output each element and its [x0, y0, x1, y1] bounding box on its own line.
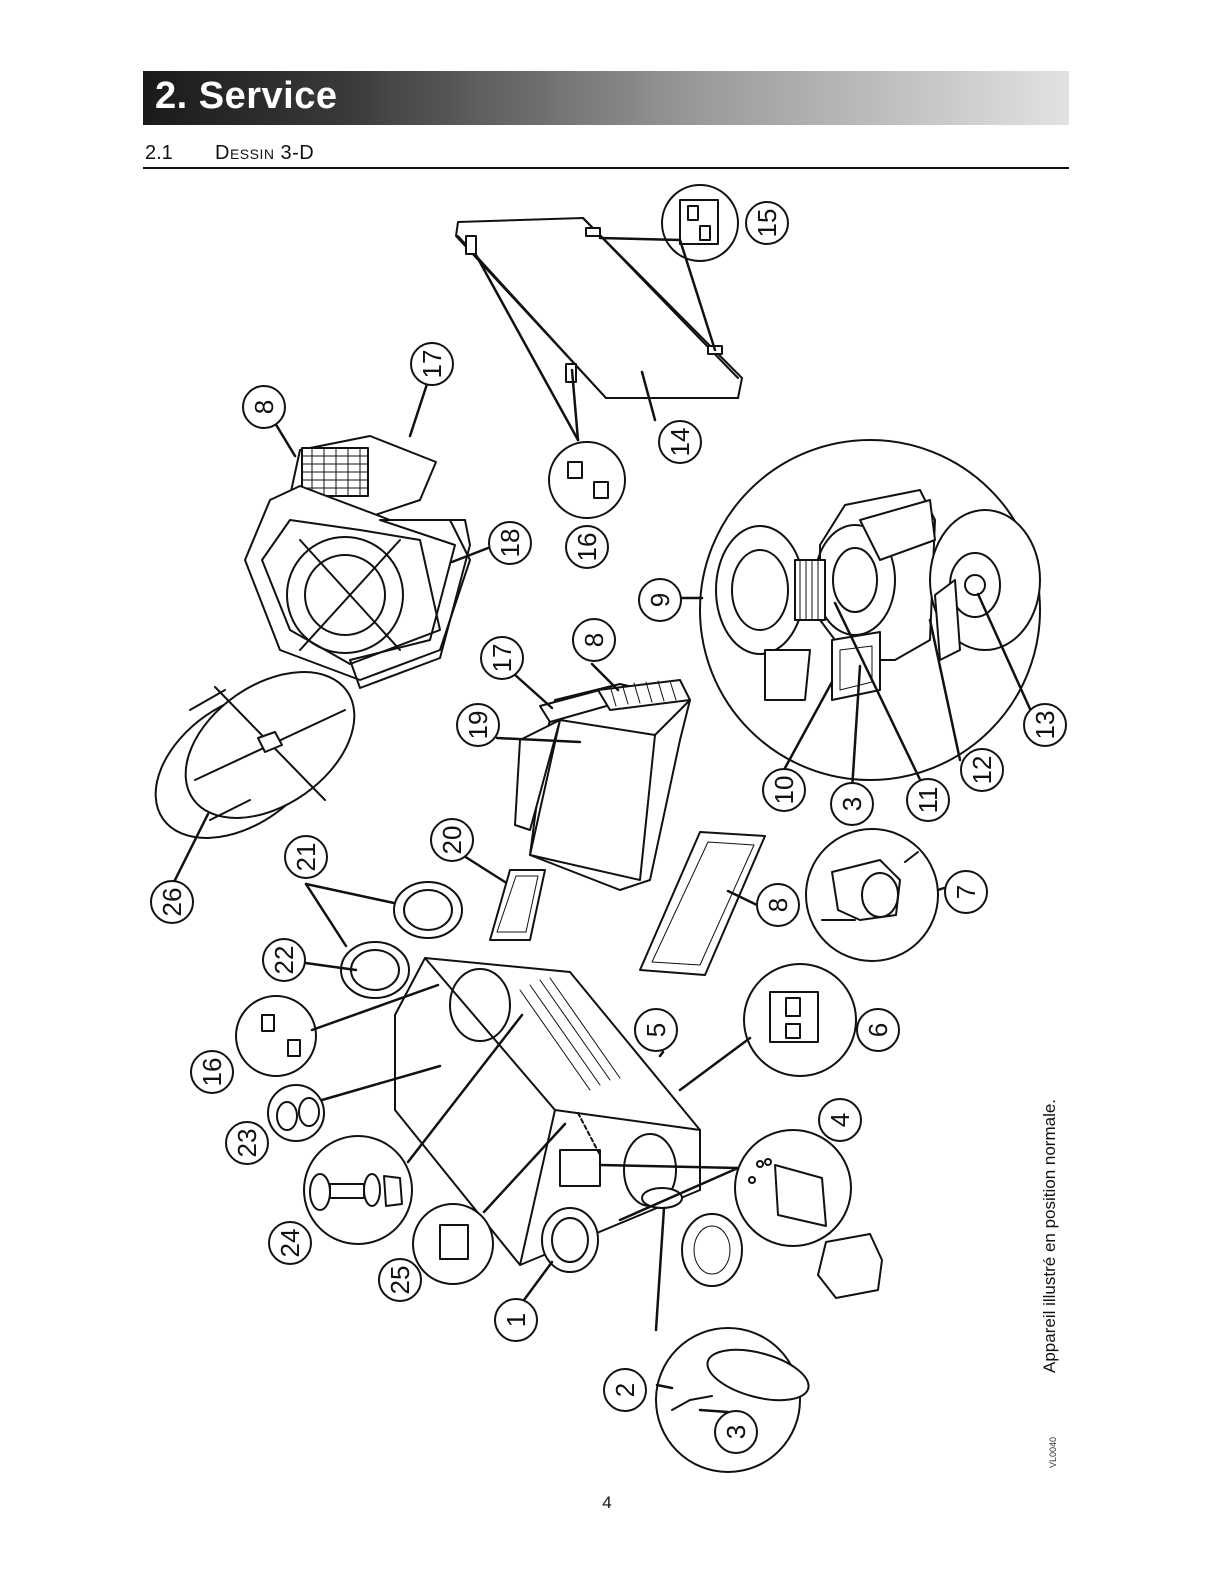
callout-9: 9 [638, 578, 682, 622]
callout-11: 11 [906, 778, 950, 822]
motor-part-detail [805, 828, 939, 962]
svg-text:16: 16 [197, 1058, 227, 1087]
callout-14: 14 [658, 420, 702, 464]
hardware-detail-16 [235, 995, 317, 1077]
heat-exchanger-assembly [244, 435, 471, 689]
motor-detail [699, 439, 1041, 781]
svg-text:12: 12 [967, 756, 997, 785]
callout-21: 21 [284, 835, 328, 879]
subsection-header: 2.1 Dessin 3-D [143, 139, 1069, 169]
callout-16-top: 16 [565, 525, 609, 569]
svg-text:4: 4 [825, 1113, 855, 1127]
svg-text:16: 16 [572, 533, 602, 562]
svg-text:11: 11 [913, 787, 943, 814]
subsection-number: 2.1 [145, 142, 173, 164]
svg-text:9: 9 [645, 593, 675, 607]
damper-disc [641, 1187, 683, 1209]
collar-right [681, 1213, 743, 1287]
hardware-detail-16-top [548, 441, 626, 519]
svg-text:2: 2 [610, 1383, 640, 1397]
callout-26: 26 [150, 880, 194, 924]
svg-text:5: 5 [641, 1023, 671, 1037]
svg-text:8: 8 [763, 898, 793, 912]
svg-text:26: 26 [157, 888, 187, 917]
svg-text:17: 17 [417, 350, 447, 379]
svg-text:22: 22 [269, 946, 299, 975]
orientation-note: Appareil illustré en position normale. [1040, 1098, 1059, 1373]
svg-text:18: 18 [495, 529, 525, 558]
svg-text:7: 7 [951, 885, 981, 899]
leader-lines [170, 236, 1037, 1414]
callout-3-low: 3 [714, 1410, 758, 1454]
callout-19: 19 [456, 703, 500, 747]
callout-3-top: 3 [830, 782, 874, 826]
svg-text:23: 23 [232, 1129, 262, 1158]
callout-13: 13 [1023, 703, 1067, 747]
section-header: 2. Service [143, 71, 1069, 125]
svg-text:21: 21 [291, 843, 321, 872]
callout-8-top: 8 [242, 385, 286, 429]
svg-text:1: 1 [501, 1313, 531, 1327]
hardware-detail-24 [303, 1135, 413, 1245]
filter-large [639, 831, 766, 976]
callout-25: 25 [378, 1258, 422, 1302]
callouts: 15 14 16 17 8 18 9 8 17 19 13 12 11 3 10… [150, 201, 1067, 1454]
callout-12: 12 [960, 748, 1004, 792]
svg-text:17: 17 [487, 644, 517, 673]
callout-16-low: 16 [190, 1050, 234, 1094]
callout-23: 23 [225, 1121, 269, 1165]
svg-text:15: 15 [752, 209, 782, 238]
svg-text:20: 20 [437, 826, 467, 855]
callout-4: 4 [818, 1098, 862, 1142]
callout-1: 1 [494, 1298, 538, 1342]
cover-panel [455, 217, 743, 399]
callout-17-mid: 17 [480, 636, 524, 680]
core-wheel [154, 671, 356, 839]
collars [340, 881, 463, 999]
svg-text:13: 13 [1030, 711, 1060, 740]
page-number: 4 [602, 1493, 612, 1512]
core-assembly [514, 679, 691, 891]
transformer [817, 1233, 883, 1299]
callout-8-low: 8 [756, 883, 800, 927]
callout-10: 10 [762, 768, 806, 812]
svg-text:14: 14 [665, 428, 695, 457]
callout-18: 18 [488, 521, 532, 565]
svg-text:8: 8 [249, 400, 279, 414]
svg-text:10: 10 [769, 776, 799, 805]
callout-15: 15 [745, 201, 789, 245]
callout-22: 22 [262, 938, 306, 982]
callout-5: 5 [634, 1008, 678, 1052]
svg-text:19: 19 [463, 711, 493, 740]
callout-24: 24 [268, 1221, 312, 1265]
svg-text:3: 3 [837, 797, 867, 811]
svg-text:3: 3 [721, 1425, 751, 1439]
svg-text:24: 24 [275, 1229, 305, 1258]
section-title: 2. Service [155, 75, 338, 117]
callout-17-top: 17 [410, 342, 454, 386]
subsection-title: Dessin 3-D [215, 142, 315, 164]
filter-small [489, 869, 546, 941]
svg-text:25: 25 [385, 1266, 415, 1295]
callout-20: 20 [430, 818, 474, 862]
callout-8-mid: 8 [572, 618, 616, 662]
drawing-code: VL0040 [1048, 1436, 1058, 1468]
svg-text:6: 6 [863, 1023, 893, 1037]
callout-6: 6 [856, 1008, 900, 1052]
callout-2: 2 [603, 1368, 647, 1412]
callout-7: 7 [944, 870, 988, 914]
svg-text:8: 8 [579, 633, 609, 647]
main-cabinet [394, 957, 701, 1273]
